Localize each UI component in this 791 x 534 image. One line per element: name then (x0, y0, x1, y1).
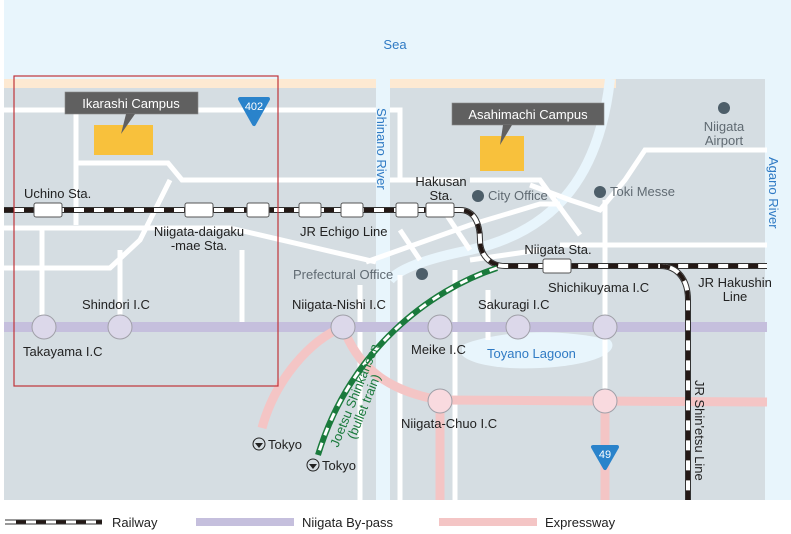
tokyo-shinkansen-label: Tokyo (322, 458, 356, 473)
station-hakusan-marker-2[interactable] (425, 202, 455, 218)
airport-label-line1: Niigata (704, 119, 745, 134)
ic-takayama-marker[interactable] (31, 314, 57, 340)
beach-strip (4, 79, 376, 88)
legend-expressway-label: Expressway (545, 515, 616, 530)
ic-niigata-nishi-marker[interactable] (330, 314, 356, 340)
legend-expressway: Expressway (439, 515, 616, 530)
interchange-markers (31, 314, 618, 414)
station-daigakumae-marker-1[interactable] (184, 202, 214, 218)
river-channel (386, 78, 615, 284)
daigakumae-station-label-line2: -mae Sta. (171, 238, 227, 253)
echigo-line-label: JR Echigo Line (300, 224, 387, 239)
agano-river-label: Agano River (766, 157, 781, 229)
tokyo-shinkansen-direction: Tokyo (306, 458, 356, 473)
toki-messe-label: Toki Messe (610, 184, 675, 199)
meike-ic-label: Meike I.C (411, 342, 466, 357)
ic-sakuragi-marker[interactable] (505, 314, 531, 340)
beach-strip (390, 79, 616, 88)
prefectural-office-icon (416, 268, 428, 280)
station-echigo-marker-1[interactable] (298, 202, 322, 218)
svg-text:402: 402 (245, 101, 263, 113)
uchino-station-label: Uchino Sta. (24, 186, 91, 201)
direction-arrow-icon (252, 437, 266, 451)
ikarashi-campus-label: Ikarashi Campus (82, 96, 180, 111)
highlight-area-box (13, 75, 279, 387)
hakusan-station-label-line1: Hakusan (415, 174, 466, 189)
toki-messe-icon (594, 186, 606, 198)
toyano-lagoon-label: Toyano Lagoon (487, 346, 576, 361)
station-uchino-marker[interactable] (33, 202, 63, 218)
shinano-river-label: Shinano River (374, 108, 389, 190)
agano-river (765, 79, 791, 500)
hakushin-line-label-line1: JR Hakushin (698, 275, 772, 290)
station-echigo-marker-2[interactable] (340, 202, 364, 218)
daigakumae-station-label-line1: Niigata-daigaku (154, 224, 244, 239)
legend-railway: Railway (5, 515, 158, 530)
ikarashi-campus-callout[interactable]: Ikarashi Campus (64, 91, 199, 134)
hakushin-line-label-line2: Line (723, 289, 748, 304)
asahimachi-campus-block[interactable] (480, 136, 524, 171)
ic-expressway-east-marker[interactable] (592, 388, 618, 414)
niigata-station-label: Niigata Sta. (524, 242, 591, 257)
legend-railway-label: Railway (112, 515, 158, 530)
toyano-lagoon (462, 332, 613, 369)
takayama-ic-label: Takayama I.C (23, 344, 102, 359)
station-daigakumae-marker-2[interactable] (246, 202, 270, 218)
direction-arrow-icon (306, 458, 320, 472)
sea-label: Sea (383, 37, 407, 52)
ic-niigata-chuo-marker[interactable] (427, 388, 453, 414)
shinano-river (376, 79, 390, 500)
route-402-shield: 402 (238, 97, 270, 126)
railway-network (4, 207, 767, 500)
city-office-label: City Office (488, 188, 548, 203)
legend-bypass-label: Niigata By-pass (302, 515, 394, 530)
svg-text:49: 49 (599, 449, 611, 461)
asahimachi-campus-label: Asahimachi Campus (468, 107, 588, 122)
prefectural-office-label: Prefectural Office (293, 267, 393, 282)
legend: Railway Niigata By-pass Expressway (5, 515, 616, 530)
legend-bypass: Niigata By-pass (196, 515, 394, 530)
shinetsu-line-label: JR Shin'etsu Line (692, 380, 707, 481)
station-hakusan-marker-1[interactable] (395, 202, 419, 218)
tokyo-expressway-direction: Tokyo (252, 437, 302, 452)
hakusan-station-label-line2: Sta. (429, 188, 452, 203)
route-49-shield: 49 (591, 445, 619, 470)
airport-label-line2: Airport (705, 133, 744, 148)
ic-meike-marker[interactable] (427, 314, 453, 340)
ic-shindori-marker[interactable] (107, 314, 133, 340)
asahimachi-campus-callout[interactable]: Asahimachi Campus (451, 102, 605, 145)
shindori-ic-label: Shindori I.C (82, 297, 150, 312)
city-office-icon (472, 190, 484, 202)
tokyo-expressway-label: Tokyo (268, 437, 302, 452)
shichikuyama-ic-label: Shichikuyama I.C (548, 280, 649, 295)
station-niigata-marker[interactable] (542, 258, 572, 274)
niigata-chuo-ic-label: Niigata-Chuo I.C (401, 416, 497, 431)
niigata-nishi-ic-label: Niigata-Nishi I.C (292, 297, 386, 312)
airport-icon (718, 102, 730, 114)
niigata-bypass (4, 322, 767, 332)
ic-shichikuyama-marker[interactable] (592, 314, 618, 340)
station-markers (33, 202, 572, 274)
sakuragi-ic-label: Sakuragi I.C (478, 297, 550, 312)
